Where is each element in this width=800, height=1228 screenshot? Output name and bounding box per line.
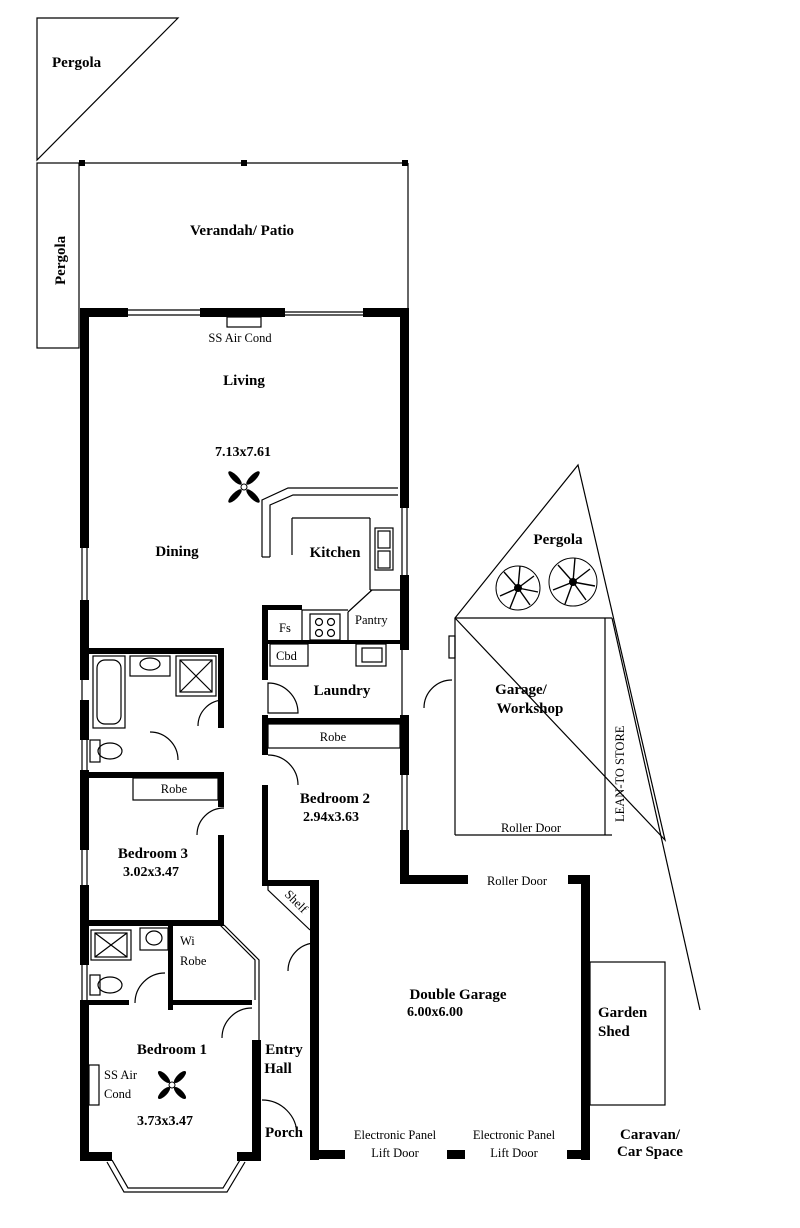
lift-door-2-label: Lift Door — [490, 1146, 538, 1160]
toilet-icon — [89, 739, 123, 763]
cond-label: Cond — [104, 1087, 132, 1101]
door-swing-icon — [267, 754, 299, 786]
shower-icon — [90, 929, 132, 961]
bedroom2-dims: 2.94x3.63 — [303, 810, 359, 825]
garden-shed — [589, 961, 666, 1106]
toilet-icon — [89, 974, 123, 996]
door-swing-icon — [287, 942, 317, 972]
bedroom1-label: Bedroom 1 — [137, 1042, 207, 1058]
pergola-side-label: Pergola — [53, 235, 69, 285]
roller-door-workshop-label: Roller Door — [501, 821, 562, 835]
ceiling-fan-icon — [157, 1070, 187, 1100]
door-swing-icon — [423, 679, 453, 709]
bedroom1-dims: 3.73x3.47 — [137, 1114, 193, 1129]
kitchen-label: Kitchen — [310, 545, 361, 561]
interior-walls — [88, 316, 403, 1106]
car-space-label: Car Space — [617, 1144, 683, 1160]
cbd-label: Cbd — [276, 649, 298, 663]
bedroom2-label: Bedroom 2 — [300, 791, 370, 807]
dining-label: Dining — [155, 544, 199, 560]
ceiling-fan-icon — [228, 471, 260, 503]
garage-workshop-label-2: Workshop — [497, 701, 564, 717]
robe-bed2-label: Robe — [320, 730, 347, 744]
roller-door-garage-label: Roller Door — [487, 874, 548, 888]
bedroom3-dims: 3.02x3.47 — [123, 865, 179, 880]
verandah-area: Verandah/ Patio — [79, 160, 409, 310]
door-swing-icon — [267, 682, 299, 714]
ss-air-label: SS Air — [104, 1068, 138, 1082]
shelf-label: Shelf — [282, 887, 311, 916]
plant-icon — [548, 557, 598, 607]
living-dims: 7.13x7.61 — [215, 445, 271, 460]
door-swing-icon — [196, 807, 225, 836]
robe-bed3-label: Robe — [161, 782, 188, 796]
laundry-label: Laundry — [314, 683, 371, 699]
workshop-area — [448, 463, 667, 843]
pergola-garden-label: Pergola — [533, 532, 583, 548]
lean-to-store-label: LEAN-TO STORE — [613, 725, 627, 822]
sink-icon — [374, 527, 394, 571]
bedroom3-label: Bedroom 3 — [118, 846, 188, 862]
lift-door-1-label: Lift Door — [371, 1146, 419, 1160]
living-label: Living — [223, 373, 265, 389]
electronic-panel-2-label: Electronic Panel — [473, 1128, 556, 1142]
bathtub-icon — [92, 655, 126, 729]
ss-air-cond-label: SS Air Cond — [208, 331, 272, 345]
entry-label: Entry — [265, 1042, 303, 1058]
wi-label: Wi — [180, 934, 195, 948]
door-swing-icon — [221, 1007, 253, 1039]
room-labels: SS Air Cond Living 7.13x7.61 Dining Kitc… — [104, 331, 683, 1160]
basin-icon — [129, 655, 171, 677]
fs-label: Fs — [279, 621, 291, 635]
fixtures — [89, 471, 394, 1100]
door-swing-icon — [197, 699, 225, 727]
wi-robe-label: Robe — [180, 954, 207, 968]
stove-icon — [309, 613, 341, 641]
pergola-side-area: Pergola — [36, 162, 80, 349]
electronic-panel-1-label: Electronic Panel — [354, 1128, 437, 1142]
pergola-top-area: Pergola — [36, 17, 180, 162]
basin-icon — [139, 927, 169, 951]
shed-label: Shed — [598, 1024, 630, 1040]
porch-label: Porch — [265, 1125, 304, 1141]
door-swing-icon — [149, 731, 179, 761]
house-walls — [80, 308, 590, 1193]
verandah-label: Verandah/ Patio — [190, 223, 294, 239]
sink-icon — [361, 647, 383, 663]
pantry-label: Pantry — [355, 613, 388, 627]
pergola-top-label: Pergola — [52, 55, 102, 71]
garden-label: Garden — [598, 1005, 648, 1021]
hall-label: Hall — [264, 1061, 292, 1077]
door-swings — [134, 679, 453, 1136]
door-swing-icon — [134, 972, 166, 1004]
double-garage-label: Double Garage — [409, 987, 506, 1003]
double-garage-dims: 6.00x6.00 — [407, 1005, 463, 1020]
garage-workshop-label-1: Garage/ — [495, 682, 547, 698]
plant-icon — [495, 565, 541, 611]
door-swing-icon — [261, 1099, 298, 1136]
shower-icon — [175, 655, 217, 697]
caravan-label: Caravan/ — [620, 1127, 681, 1143]
